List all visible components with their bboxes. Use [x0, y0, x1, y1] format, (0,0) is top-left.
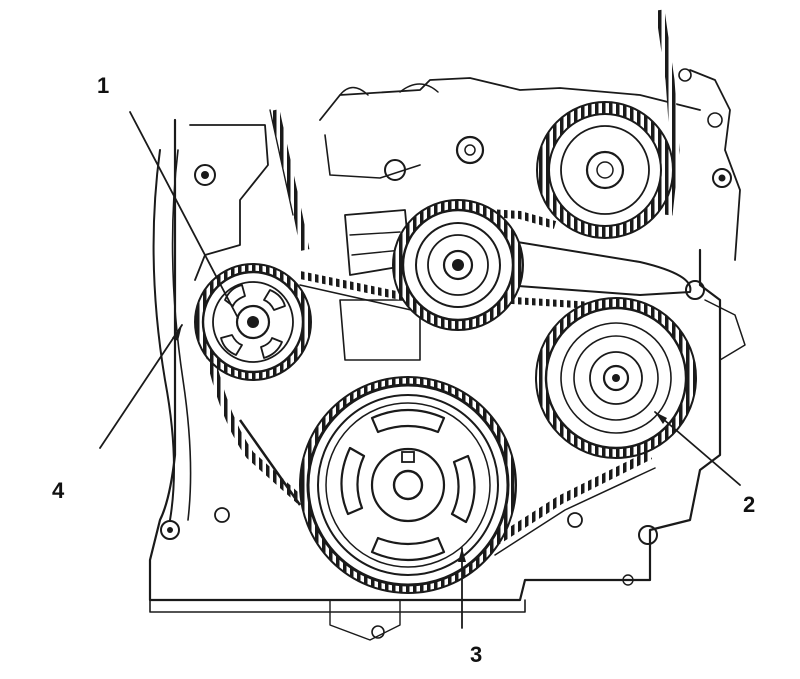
injection-pump-sprocket: [535, 297, 697, 459]
tensioner-pulley: [194, 263, 312, 381]
callout-leaders: [99, 111, 741, 629]
callout-3: 3: [470, 642, 482, 667]
idler-pulley: [392, 199, 524, 331]
camshaft-sprocket: [536, 101, 674, 239]
callout-2: 2: [743, 492, 755, 517]
callout-1: 1: [97, 73, 109, 98]
callout-4: 4: [52, 478, 65, 503]
engine-block-outline: [148, 68, 746, 641]
crankshaft-pulley: [299, 376, 517, 594]
